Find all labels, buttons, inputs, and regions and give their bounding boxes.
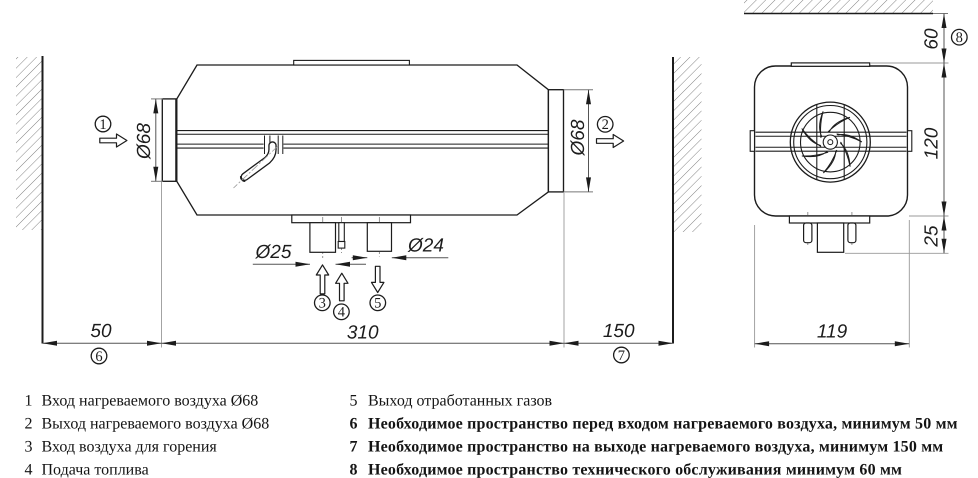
svg-text:8: 8 (350, 462, 358, 478)
svg-text:120: 120 (922, 127, 943, 159)
svg-text:Необходимое пространство перед: Необходимое пространство перед входом на… (368, 416, 958, 433)
svg-text:Выход отработанных газов: Выход отработанных газов (368, 393, 553, 410)
svg-text:50: 50 (90, 321, 112, 342)
svg-text:310: 310 (347, 323, 379, 344)
svg-text:60: 60 (922, 28, 943, 50)
svg-text:1: 1 (99, 117, 106, 133)
svg-text:2: 2 (25, 416, 33, 433)
svg-text:25: 25 (922, 225, 943, 248)
svg-text:4: 4 (338, 305, 346, 321)
svg-text:Ø24: Ø24 (407, 236, 444, 257)
svg-text:7: 7 (618, 348, 625, 364)
svg-text:Ø25: Ø25 (255, 242, 292, 263)
svg-text:2: 2 (602, 117, 609, 133)
svg-text:1: 1 (25, 393, 33, 410)
svg-text:6: 6 (95, 349, 102, 365)
svg-text:Необходимое пространство на вы: Необходимое пространство на выходе нагре… (368, 439, 943, 456)
svg-text:Необходимое пространство техни: Необходимое пространство технического об… (368, 462, 902, 478)
svg-text:Ø68: Ø68 (134, 123, 155, 160)
svg-text:4: 4 (25, 462, 33, 478)
svg-text:5: 5 (374, 296, 381, 312)
svg-text:Подача топлива: Подача топлива (42, 462, 149, 478)
svg-text:Ø68: Ø68 (568, 119, 589, 156)
svg-text:3: 3 (319, 296, 326, 312)
svg-text:7: 7 (350, 439, 358, 456)
svg-text:Вход воздуха для горения: Вход воздуха для горения (42, 439, 218, 456)
svg-text:119: 119 (817, 322, 848, 343)
svg-text:8: 8 (956, 30, 963, 46)
svg-text:6: 6 (350, 416, 358, 433)
svg-text:Вход нагреваемого воздуха Ø68: Вход нагреваемого воздуха Ø68 (42, 393, 259, 410)
svg-text:3: 3 (25, 439, 33, 456)
svg-text:150: 150 (603, 321, 635, 342)
svg-text:Выход нагреваемого воздуха Ø68: Выход нагреваемого воздуха Ø68 (42, 416, 270, 433)
svg-text:5: 5 (350, 393, 358, 410)
